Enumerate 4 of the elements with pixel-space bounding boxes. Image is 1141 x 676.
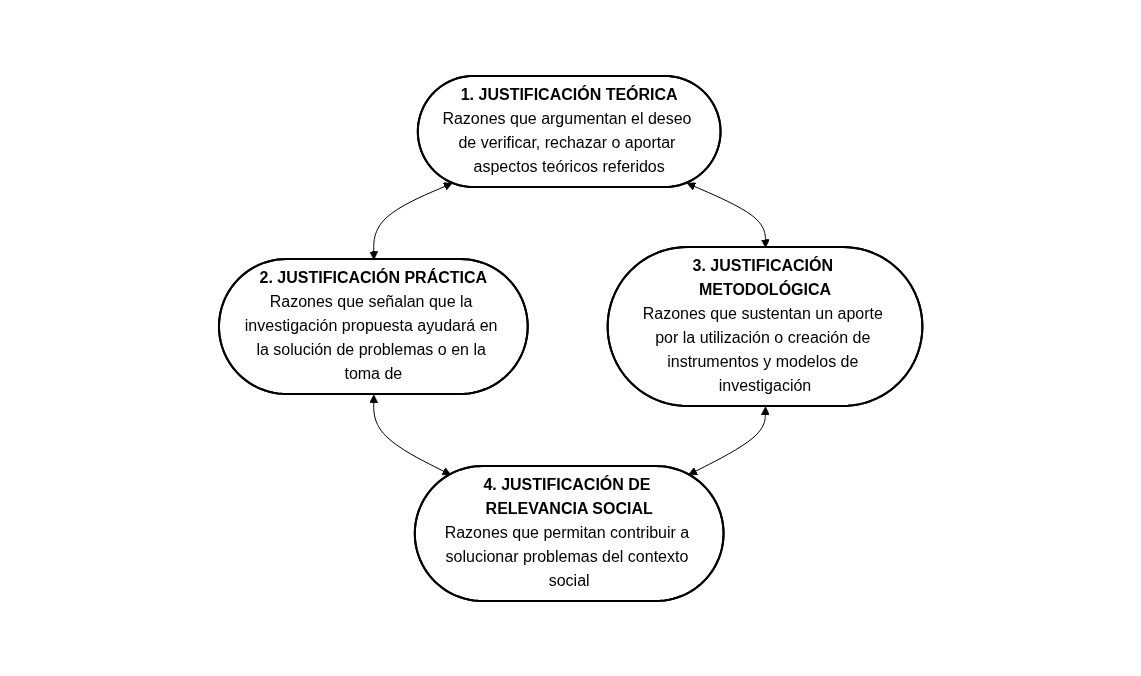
arrow [369,394,451,475]
arrow [688,406,770,475]
arrow [686,181,770,248]
arrow [369,181,453,260]
